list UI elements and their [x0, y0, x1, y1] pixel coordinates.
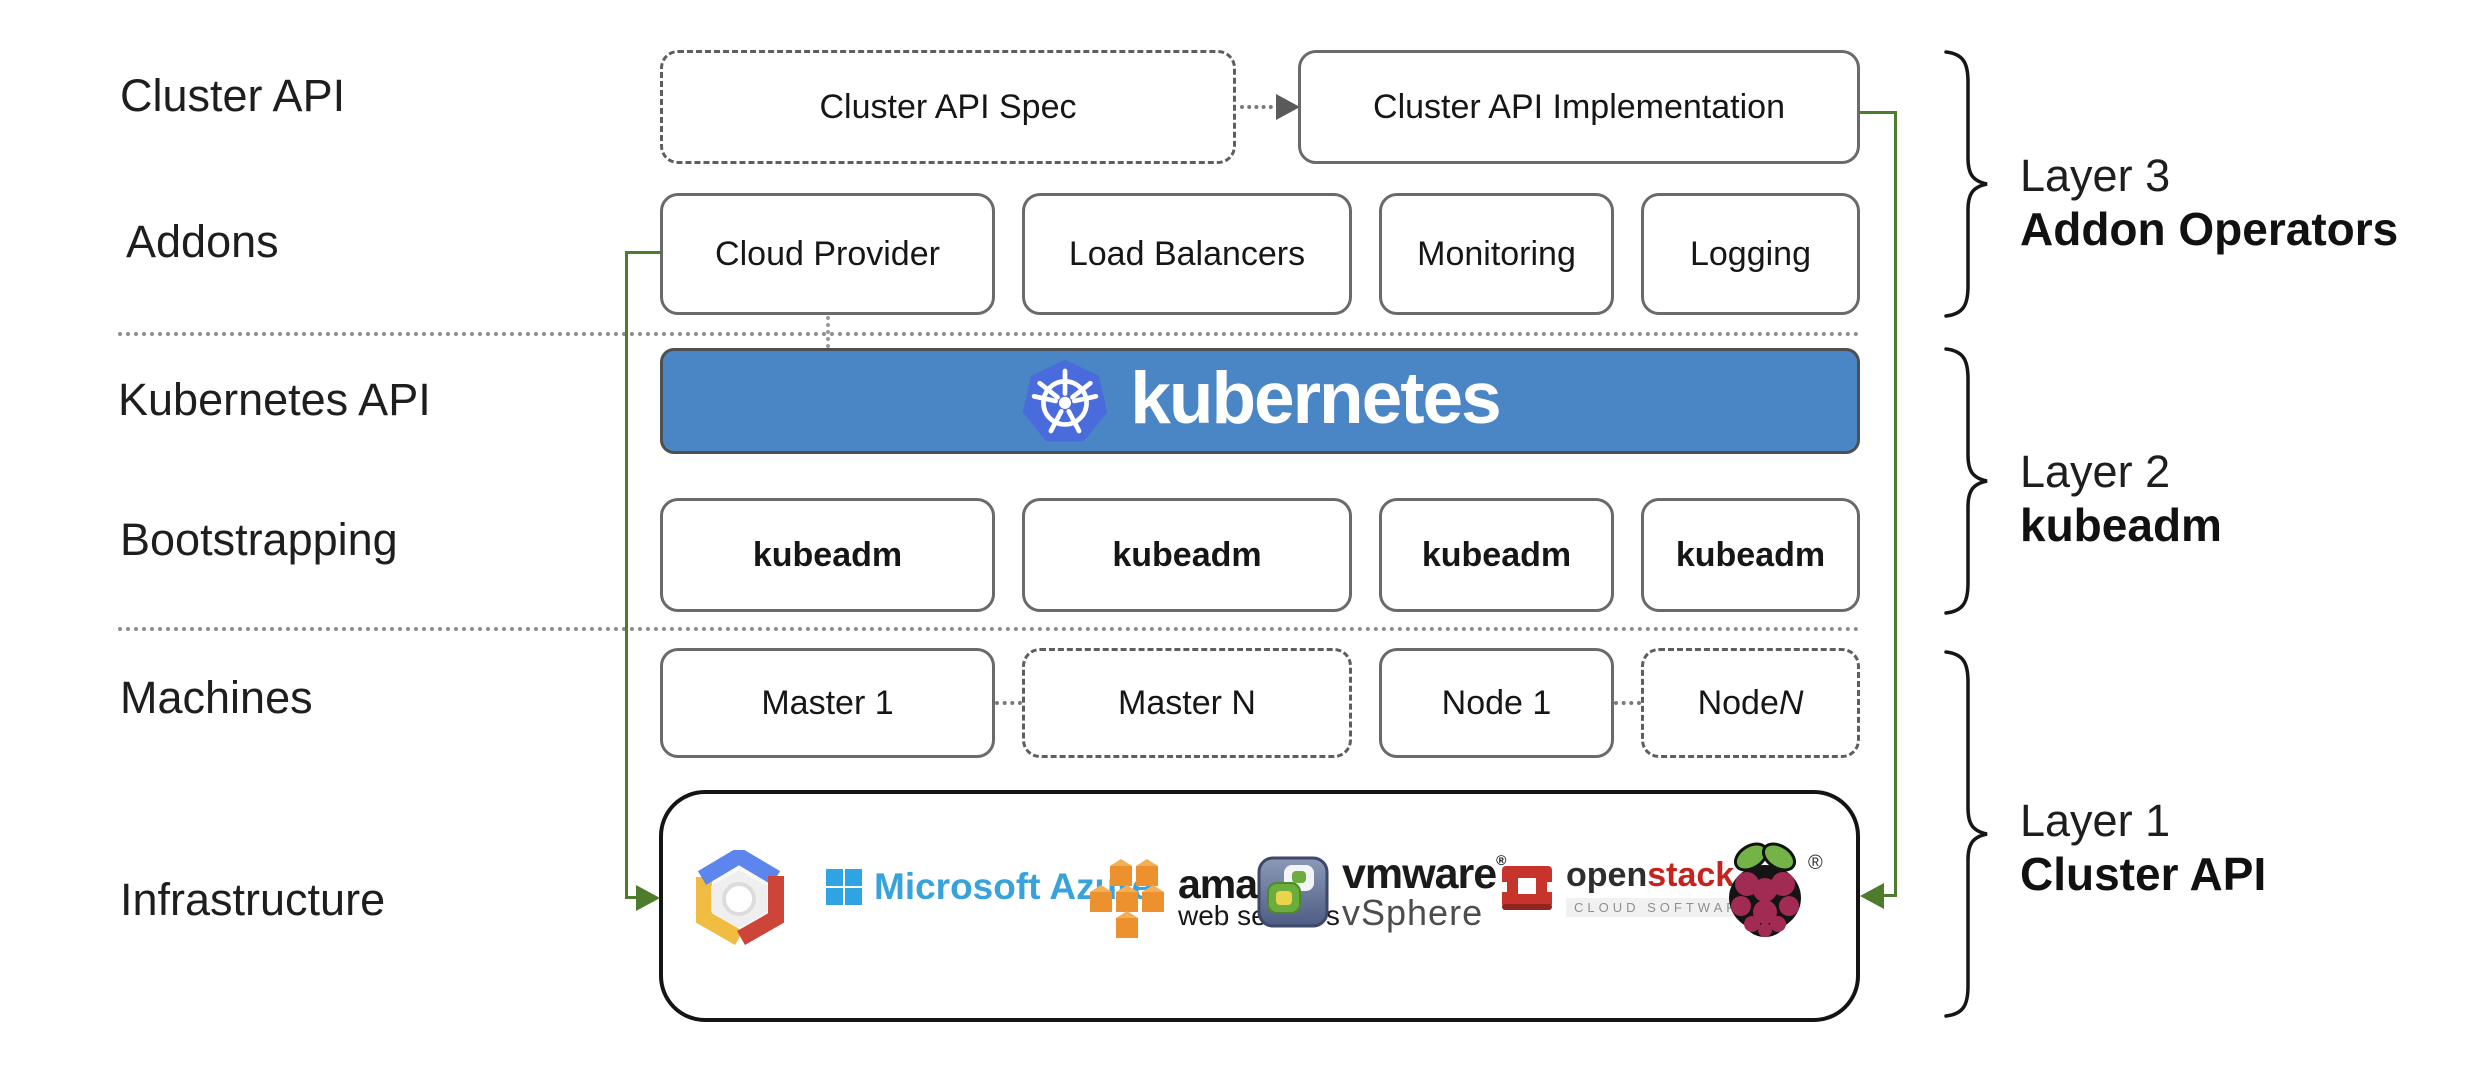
node-n-italic-label: N — [1778, 683, 1804, 722]
layer-2-subtitle: kubeadm — [2020, 499, 2222, 551]
kubeadm-box-2: kubeadm — [1022, 498, 1352, 612]
openstack-open-label: open — [1566, 856, 1648, 894]
kubeadm-label: kubeadm — [1421, 535, 1572, 574]
machine-box-master-1: Master 1 — [660, 648, 995, 758]
layer-1-subtitle: Cluster API — [2020, 848, 2267, 900]
cluster-api-spec-box: Cluster API Spec — [660, 50, 1236, 164]
row-label-addons: Addons — [126, 216, 279, 267]
cloud-provider-label: Cloud Provider — [715, 234, 940, 273]
addon-box-logging: Logging — [1641, 193, 1860, 315]
row-label-infrastructure: Infrastructure — [120, 874, 386, 925]
layer-1-title: Layer 1 — [2020, 795, 2171, 846]
row-label-cluster-api: Cluster API — [120, 70, 346, 121]
kubeadm-label: kubeadm — [752, 535, 903, 574]
cluster-api-spec-label: Cluster API Spec — [819, 87, 1077, 126]
cloud-provider-to-kubernetes-dotted-line — [826, 316, 830, 348]
openstack-stack-label: stack — [1647, 856, 1735, 894]
green-arrow-left-icon — [636, 885, 660, 911]
kubeadm-box-4: kubeadm — [1641, 498, 1860, 612]
vmware-registered-mark: ® — [1496, 852, 1506, 868]
gcp-logo-icon — [693, 850, 785, 945]
layer-1-brace-icon — [1944, 650, 1988, 1018]
addon-box-monitoring: Monitoring — [1379, 193, 1614, 315]
vsphere-label: vSphere — [1342, 891, 1484, 933]
vmware-label: vmware — [1342, 850, 1497, 898]
raspberry-pi-registered-mark: ® — [1808, 852, 1823, 874]
node-1-label: Node 1 — [1441, 683, 1552, 722]
addon-box-load-balancers: Load Balancers — [1022, 193, 1352, 315]
openstack-logo: openstack™ CLOUD SOFTWARE — [1498, 856, 1761, 917]
kubeadm-box-3: kubeadm — [1379, 498, 1614, 612]
row-label-kubernetes-api: Kubernetes API — [118, 374, 431, 425]
machine-box-node-n: Node N — [1641, 648, 1860, 758]
spec-to-implementation-dotted-line — [1240, 105, 1280, 109]
kubeadm-label: kubeadm — [1675, 535, 1826, 574]
row-label-machines: Machines — [120, 672, 313, 723]
master-1-label: Master 1 — [761, 683, 894, 722]
separator-top — [118, 332, 1860, 336]
layer-3-title: Layer 3 — [2020, 150, 2171, 201]
layer-3-subtitle: Addon Operators — [2020, 203, 2399, 255]
openstack-logo-icon — [1498, 865, 1556, 910]
addon-box-cloud-provider: Cloud Provider — [660, 193, 995, 315]
raspberry-pi-logo — [1722, 836, 1808, 938]
azure-logo-icon — [826, 869, 862, 905]
green-line-right-vertical — [1894, 111, 1897, 897]
vmware-logo-icon — [1257, 856, 1329, 928]
kubeadm-box-1: kubeadm — [660, 498, 995, 612]
separator-bottom — [118, 627, 1860, 631]
kubernetes-wordmark: kubernetes — [1130, 357, 1501, 439]
load-balancers-label: Load Balancers — [1068, 234, 1306, 273]
cluster-api-implementation-box: Cluster API Implementation — [1298, 50, 1860, 164]
master-1-to-master-n-dotted-line — [995, 701, 1022, 705]
green-arrow-right-icon — [1860, 883, 1884, 909]
master-n-label: Master N — [1118, 683, 1256, 722]
row-label-bootstrapping: Bootstrapping — [120, 514, 398, 565]
aws-logo-icon — [1090, 859, 1164, 938]
kubernetes-banner: kubernetes — [660, 348, 1860, 454]
layer-2-brace-icon — [1944, 347, 1988, 615]
vmware-logo: vmware® vSphere — [1256, 852, 1507, 933]
monitoring-label: Monitoring — [1417, 234, 1576, 273]
openstack-cloud-software-label: CLOUD SOFTWARE — [1566, 898, 1761, 917]
green-line-left-vertical — [625, 251, 628, 899]
green-line-left-bottom — [625, 896, 639, 899]
machine-box-node-1: Node 1 — [1379, 648, 1614, 758]
green-line-left-top — [625, 251, 662, 254]
spec-to-implementation-arrow-icon — [1276, 94, 1300, 120]
green-line-right-bottom — [1882, 894, 1897, 897]
cluster-api-implementation-label: Cluster API Implementation — [1373, 87, 1785, 126]
logging-label: Logging — [1689, 234, 1811, 273]
layer-3-brace-icon — [1944, 50, 1988, 318]
node-n-label: Node — [1697, 683, 1779, 722]
node-1-to-node-n-dotted-line — [1614, 701, 1641, 705]
kubeadm-label: kubeadm — [1112, 535, 1262, 574]
green-line-right-top — [1860, 111, 1897, 114]
machine-box-master-n: Master N — [1022, 648, 1352, 758]
kubernetes-logo-icon — [1023, 359, 1108, 442]
layer-2-title: Layer 2 — [2020, 446, 2171, 497]
raspberry-pi-logo-icon — [1729, 842, 1801, 937]
